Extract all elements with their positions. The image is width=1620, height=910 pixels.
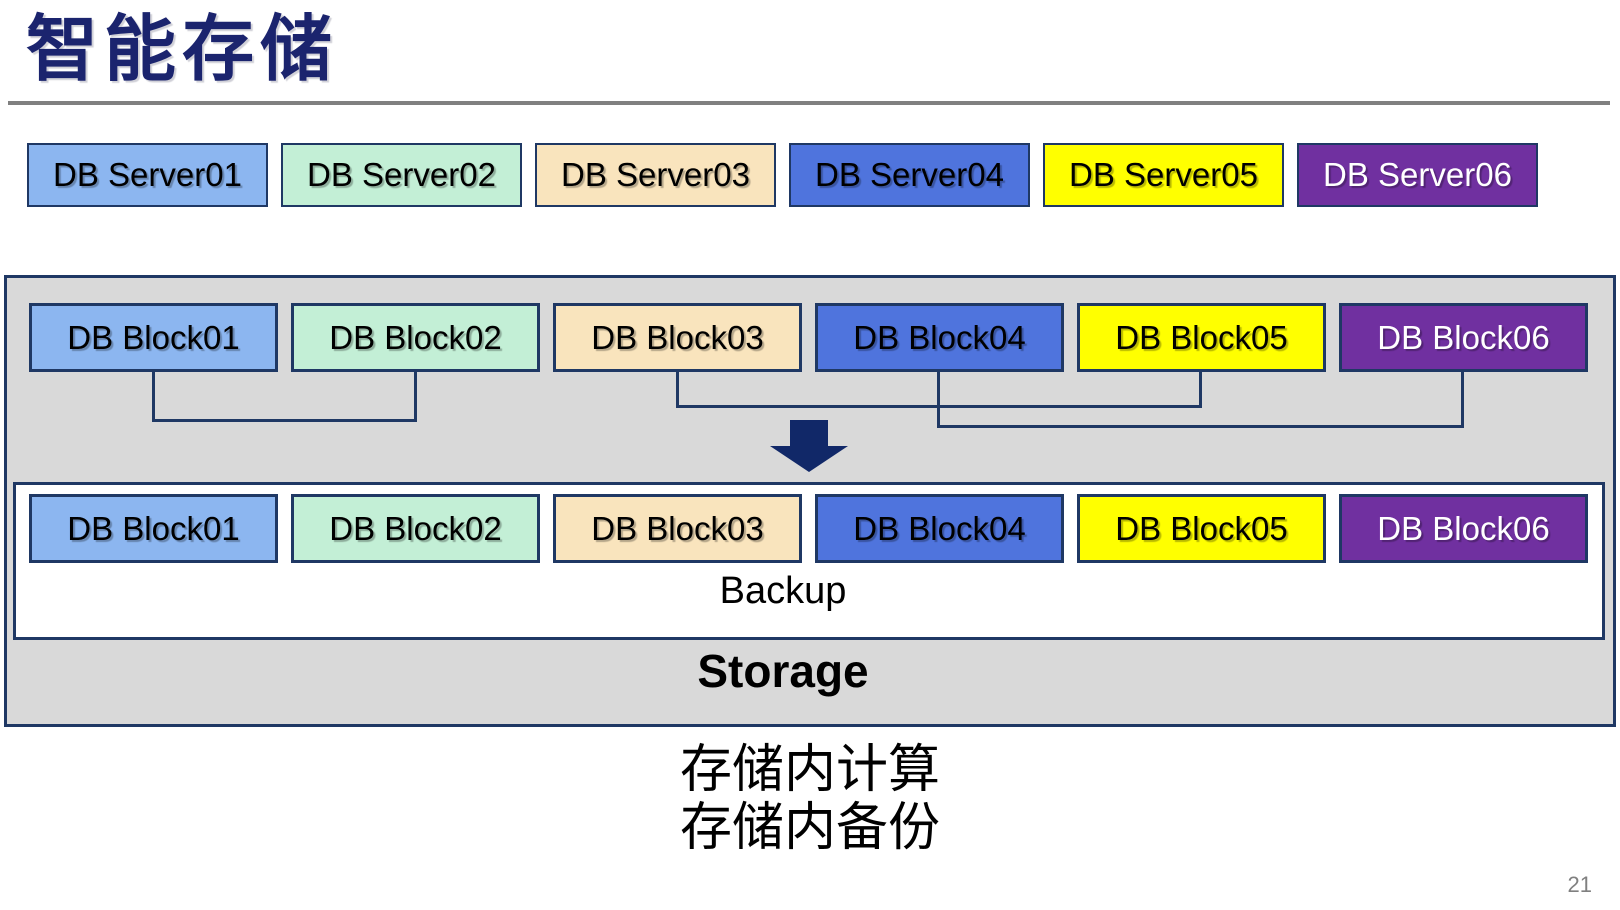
connector-line	[1461, 372, 1464, 428]
blocks-bottom-box-3: DB Block03	[553, 494, 802, 563]
connector-line	[1199, 372, 1202, 408]
servers-box-1: DB Server01	[27, 143, 268, 207]
connector-line	[937, 372, 940, 428]
caption-text: 存储内计算 存储内备份	[0, 741, 1620, 857]
blocks-top-box-4: DB Block04	[815, 303, 1064, 372]
servers-box-4: DB Server04	[789, 143, 1030, 207]
caption-line-2: 存储内备份	[679, 799, 940, 857]
title-underline	[8, 101, 1610, 105]
page-number: 21	[1567, 872, 1592, 897]
blocks-top-box-5: DB Block05	[1077, 303, 1326, 372]
storage-label: Storage	[697, 645, 869, 697]
blocks-top-box-1: DB Block01	[29, 303, 278, 372]
connector-line	[676, 372, 679, 408]
connector-line	[414, 372, 417, 422]
blocks-top-box-6: DB Block06	[1339, 303, 1588, 372]
blocks-bottom-box-4: DB Block04	[815, 494, 1064, 563]
blocks-bottom-box-5: DB Block05	[1077, 494, 1326, 563]
slide-title: 智能存储	[26, 10, 339, 90]
backup-label: Backup	[719, 570, 847, 612]
servers-box-2: DB Server02	[281, 143, 522, 207]
connector-line	[152, 372, 155, 422]
down-arrow-icon	[790, 420, 828, 447]
down-arrow-icon	[770, 446, 848, 472]
connector-line	[152, 419, 417, 422]
blocks-top-box-2: DB Block02	[291, 303, 540, 372]
blocks-bottom-box-2: DB Block02	[291, 494, 540, 563]
connector-line	[937, 425, 1464, 428]
blocks-bottom-box-1: DB Block01	[29, 494, 278, 563]
servers-box-5: DB Server05	[1043, 143, 1284, 207]
servers-box-3: DB Server03	[535, 143, 776, 207]
caption-line-1: 存储内计算	[679, 741, 940, 799]
blocks-top-box-3: DB Block03	[553, 303, 802, 372]
blocks-bottom-box-6: DB Block06	[1339, 494, 1588, 563]
servers-box-6: DB Server06	[1297, 143, 1538, 207]
